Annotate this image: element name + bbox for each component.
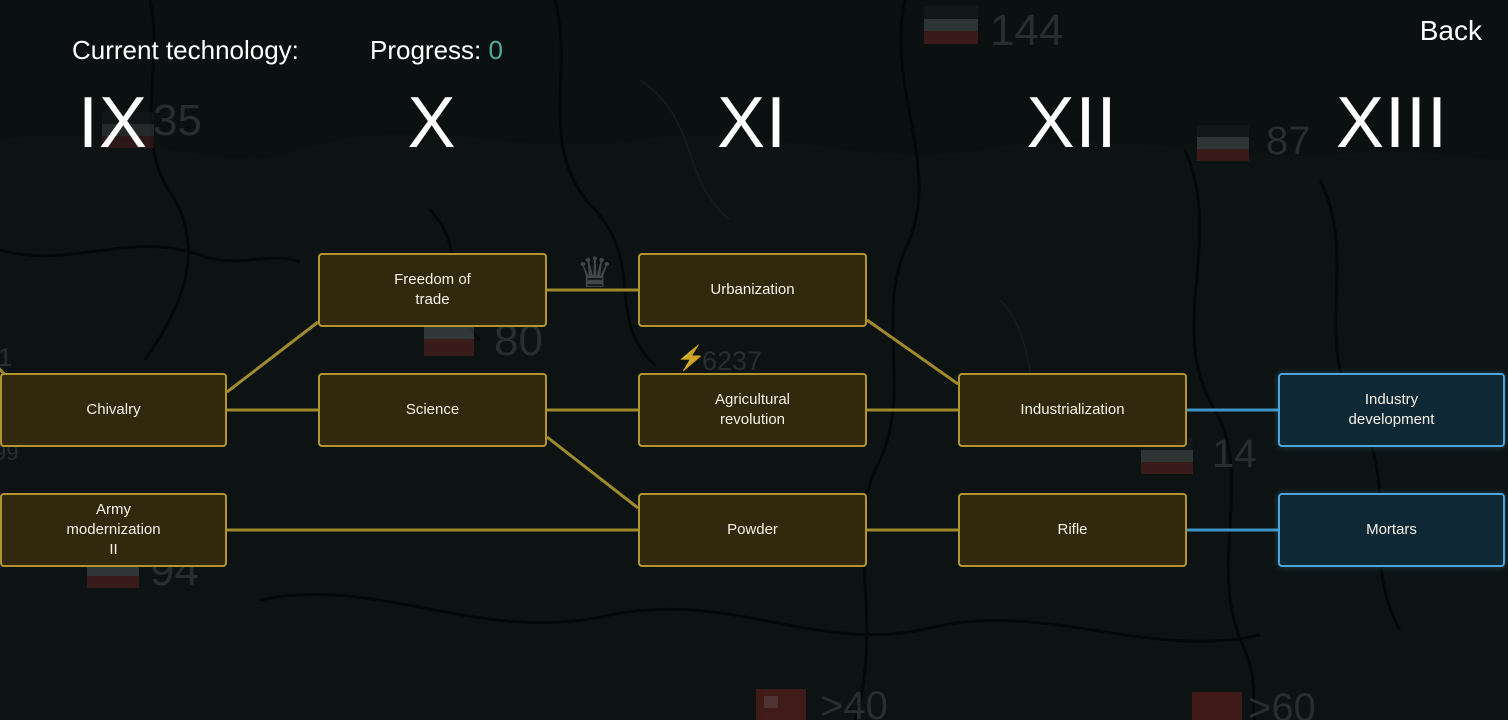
link-chivalry-freedom-of-trade: [226, 320, 319, 394]
map-army-count: 14: [1212, 432, 1257, 476]
tech-node-label: Army modernization II: [66, 501, 161, 558]
tech-node-chivalry[interactable]: Chivalry: [0, 373, 227, 447]
tech-node-label: Freedom of trade: [394, 271, 471, 308]
crown-icon: ♛: [576, 249, 614, 296]
map-army-count: 144: [990, 6, 1064, 55]
map-border-path: [0, 244, 301, 264]
flag-stripe: [424, 339, 474, 356]
map-army-count: 1: [0, 342, 13, 372]
back-button[interactable]: Back: [1419, 15, 1482, 46]
tech-node-industry-development[interactable]: Industry development: [1278, 373, 1505, 447]
map-army-count: >60: [1248, 686, 1316, 720]
flag-stripe: [924, 31, 978, 44]
red-banner-flag-icon: [1192, 692, 1242, 720]
red-banner-flag-icon: [756, 689, 806, 720]
tech-node-label: Agricultural revolution: [714, 391, 791, 428]
lightning-icon: ⚡: [676, 345, 706, 372]
germany-flag-icon: [1197, 125, 1249, 161]
poland-flag-icon: [424, 322, 474, 356]
map-border-path: [853, 0, 921, 720]
flag-stripe: [102, 124, 154, 136]
progress-label: Progress: 0: [370, 35, 503, 66]
progress-text: Progress:: [370, 35, 482, 65]
tech-node-label: Mortars: [1366, 521, 1417, 539]
flag-stripe: [1141, 450, 1193, 462]
flag-stripe: [1141, 462, 1193, 474]
flag-stripe: [87, 564, 139, 576]
flag-stripe: [102, 136, 154, 148]
flag-stripe: [102, 112, 154, 124]
tech-node-army-modernization-ii[interactable]: Army modernization II: [0, 493, 227, 567]
flag-stripe: [1197, 125, 1249, 137]
germany-flag-icon: [102, 112, 154, 148]
tech-node-label: Industry development: [1348, 391, 1435, 428]
tech-node-label: Powder: [727, 521, 778, 539]
map-army-count: 87: [1266, 119, 1311, 163]
map-army-count: >40: [820, 684, 888, 720]
germany-flag-icon: [924, 6, 978, 44]
flag-stripe: [924, 18, 978, 32]
tech-node-urbanization[interactable]: Urbanization: [638, 253, 867, 327]
tech-node-label: Urbanization: [710, 281, 795, 299]
map-army-count: 35: [153, 96, 202, 145]
tech-node-label: Chivalry: [86, 401, 141, 419]
tech-node-label: Rifle: [1057, 521, 1088, 539]
tech-node-mortars[interactable]: Mortars: [1278, 493, 1505, 567]
tech-node-industrialization[interactable]: Industrialization: [958, 373, 1187, 447]
tech-node-rifle[interactable]: Rifle: [958, 493, 1187, 567]
era-column-xiii: XIII: [1335, 83, 1449, 163]
era-column-ix: IX: [77, 83, 149, 163]
progress-value: 0: [488, 35, 503, 65]
era-column-xi: XI: [716, 83, 788, 163]
current-technology-label: Current technology:: [72, 35, 299, 65]
era-column-xii: XII: [1026, 83, 1118, 163]
tech-node-label: Industrialization: [1020, 401, 1125, 419]
flag-stripe: [1197, 137, 1249, 149]
tech-node-label: Science: [405, 401, 460, 419]
link-science-powder: [546, 435, 639, 510]
tech-node-freedom-of-trade[interactable]: Freedom of trade: [318, 253, 547, 327]
era-column-x: X: [407, 83, 457, 163]
link-urbanization-industrialization: [866, 318, 959, 386]
map-movement-points: 6237: [702, 346, 763, 376]
flag-stripe: [1197, 149, 1249, 161]
flag-emblem: [764, 696, 778, 708]
tech-node-agricultural-revolution[interactable]: Agricultural revolution: [638, 373, 867, 447]
map-border-path: [259, 593, 1261, 643]
tech-node-science[interactable]: Science: [318, 373, 547, 447]
tech-node-powder[interactable]: Powder: [638, 493, 867, 567]
flag-stripe: [87, 576, 139, 588]
flag-stripe: [924, 6, 978, 19]
